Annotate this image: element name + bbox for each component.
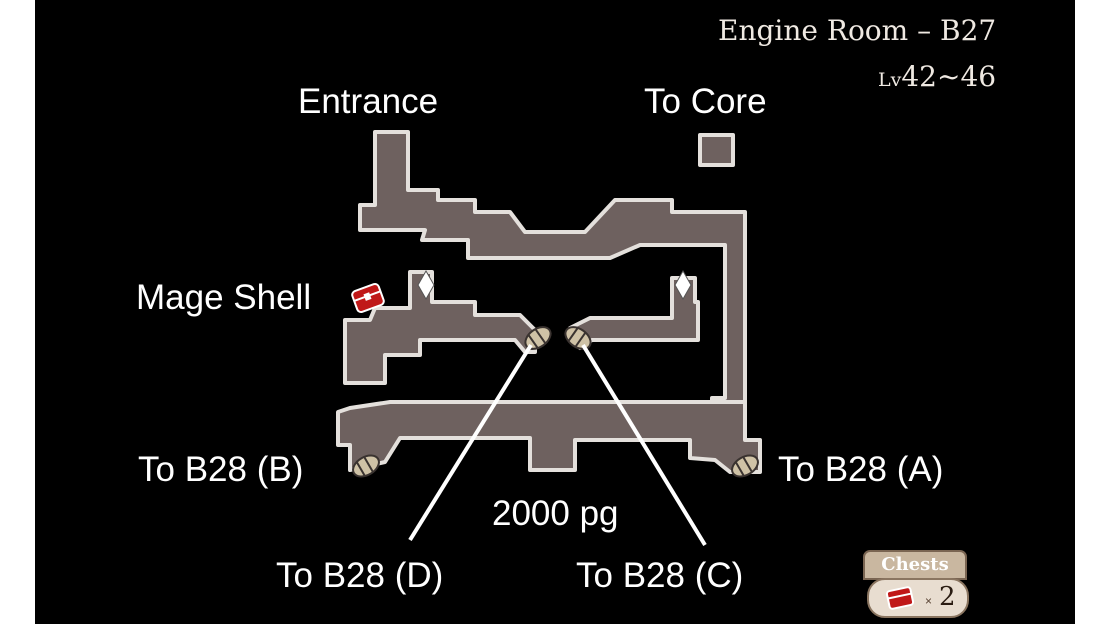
save-crystal-icon bbox=[417, 269, 435, 301]
warp-portal-icon bbox=[731, 454, 759, 478]
warp-portal-icon bbox=[352, 454, 380, 478]
chest-count: 2 bbox=[939, 582, 956, 612]
leader-line-c bbox=[581, 343, 707, 547]
level-range: Lv42~46 bbox=[878, 60, 996, 93]
level-range-value: 42~46 bbox=[901, 60, 997, 93]
label-mage-shell: Mage Shell bbox=[136, 278, 312, 317]
save-crystal-icon bbox=[674, 269, 692, 301]
label-to-b28-d: To B28 (D) bbox=[276, 556, 444, 595]
label-to-b28-b: To B28 (B) bbox=[138, 450, 304, 489]
chest-multiplier: × bbox=[925, 594, 933, 608]
core-room bbox=[698, 133, 735, 167]
label-reward: 2000 pg bbox=[492, 494, 619, 533]
level-prefix: Lv bbox=[878, 69, 902, 91]
chest-counter-body: × 2 bbox=[867, 578, 969, 618]
treasure-chest-icon bbox=[885, 586, 915, 610]
warp-portal-icon bbox=[564, 326, 592, 350]
label-to-b28-a: To B28 (A) bbox=[778, 450, 944, 489]
treasure-chest-icon bbox=[351, 283, 385, 313]
warp-portal-icon bbox=[524, 326, 552, 350]
dungeon-map bbox=[336, 130, 762, 547]
label-to-b28-c: To B28 (C) bbox=[576, 556, 744, 595]
chest-counter-title: Chests bbox=[863, 550, 967, 580]
chest-counter: Chests × 2 bbox=[855, 550, 970, 620]
label-entrance: Entrance bbox=[298, 82, 439, 121]
label-to-core: To Core bbox=[644, 82, 767, 121]
lower-corridor bbox=[336, 400, 762, 474]
leader-line-d bbox=[408, 343, 533, 542]
map-frame: Engine Room – B27 Lv42~46 bbox=[35, 0, 1075, 624]
left-arm bbox=[343, 270, 537, 385]
area-title: Engine Room – B27 bbox=[718, 14, 997, 47]
